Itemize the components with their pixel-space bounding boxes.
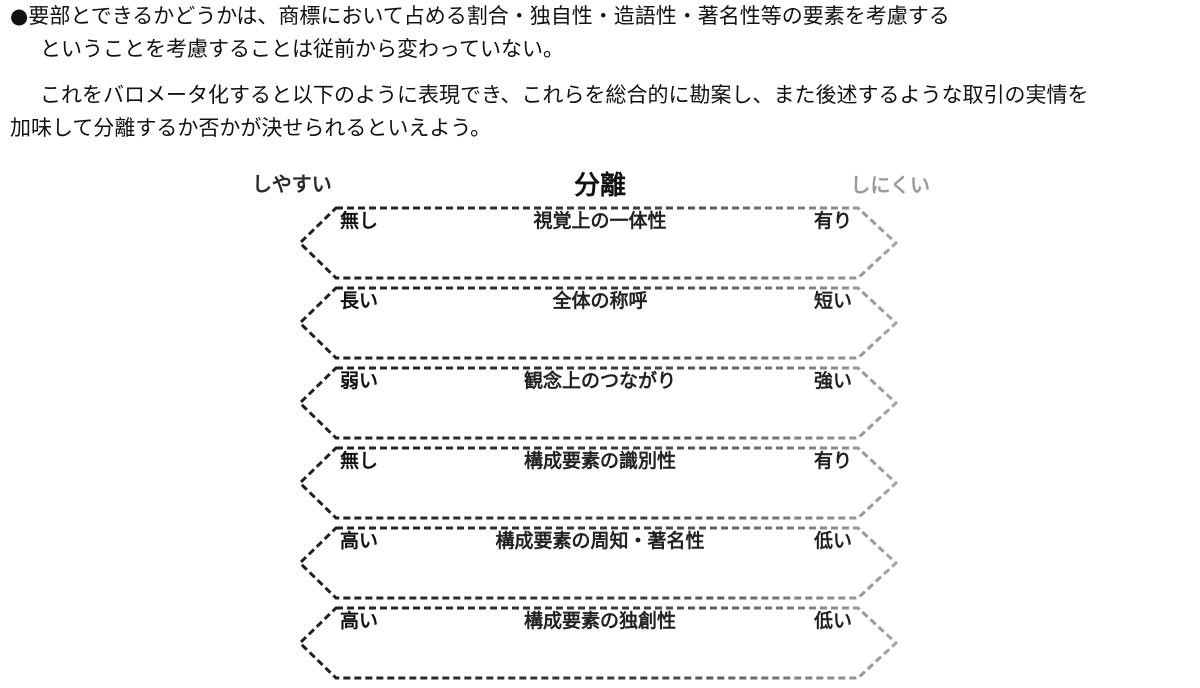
factor-label: 観念上のつながり [523,370,676,392]
factor-label: 構成要素の独創性 [523,610,676,632]
double-arrow-1 [297,206,899,280]
figure-title: 分離 [573,171,626,201]
high-end-label: 低い [813,610,852,632]
high-end-label: 短い [813,290,852,312]
double-arrow-4 [297,446,899,520]
factor-label: 視覚上の一体性 [533,210,667,232]
paragraph-line-3: これをバロメータ化すると以下のように表現でき、これらを総合的に勘案し、また後述す… [40,83,1089,107]
low-end-label: 弱い [340,370,379,392]
factor-label: 構成要素の周知・著名性 [495,530,705,552]
high-end-label: 有り [813,450,852,472]
double-arrow-6 [297,606,899,680]
low-end-label: 無し [340,450,379,472]
low-end-label: 無し [340,210,379,232]
arrow-rows: 無し視覚上の一体性有り長い全体の称呼短い弱い観念上のつながり強い無し構成要素の識… [240,206,960,684]
paragraph-line-1: ●要部とできるかどうかは、商標において占める割合・独自性・造語性・著名性等の要素… [10,4,950,28]
high-end-label: 低い [813,530,852,552]
difficulty-label: しにくい [850,173,930,197]
double-arrow-3 [297,366,899,440]
low-end-label: 長い [340,290,379,312]
low-end-label: 高い [340,610,379,632]
factor-label: 構成要素の識別性 [523,450,676,472]
double-arrows [297,206,899,680]
paragraph-line-2: ということを考慮することは従前から変わっていない。 [40,37,564,61]
high-end-label: 有り [813,210,852,232]
low-end-label: 高い [340,530,379,552]
double-arrow-5 [297,526,899,600]
double-arrow-2 [297,286,899,360]
high-end-label: 強い [813,370,852,392]
factor-label: 全体の称呼 [552,290,648,312]
paragraph-line-4: 加味して分離するか否かが決せられるといえよう。 [10,116,492,140]
barometer-figure: しやすい 分離 しにくい 無し視覚上の一体性有り長い全体の称呼短い弱い観念上のつ… [240,158,960,684]
ease-label: しやすい [252,172,332,196]
